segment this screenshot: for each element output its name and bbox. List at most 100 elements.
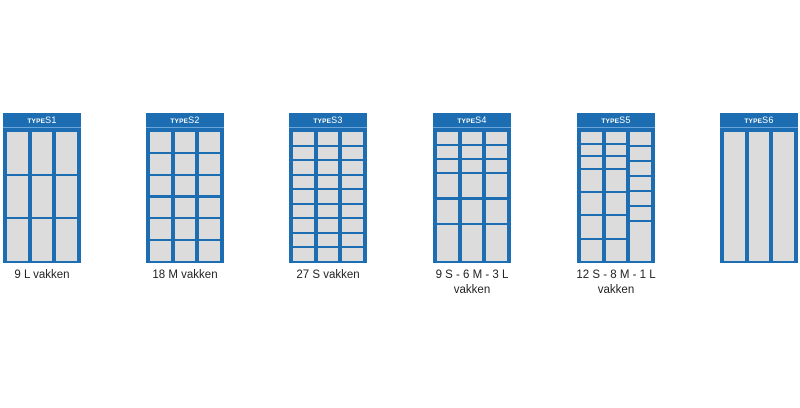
locker-compartment	[199, 175, 220, 196]
locker-compartment	[174, 219, 196, 240]
locker-compartment	[773, 132, 794, 261]
locker-compartment	[748, 132, 770, 261]
locker-compartment	[293, 146, 314, 160]
locker-caption: 27 S vakken	[296, 269, 360, 281]
locker-compartment	[630, 147, 651, 160]
locker-compartment	[437, 225, 458, 261]
locker-compartment	[317, 190, 339, 203]
locker-column	[199, 132, 220, 261]
locker-compartment	[605, 169, 627, 192]
locker-compartment	[342, 175, 363, 189]
locker-compartment	[437, 173, 458, 198]
locker-title-code: S2	[188, 115, 200, 125]
locker-compartment	[630, 162, 651, 175]
locker-compartment	[630, 207, 651, 220]
locker-compartment	[56, 175, 77, 218]
locker-compartment	[317, 175, 339, 189]
locker-title: TYPES4	[433, 113, 511, 128]
locker-compartment	[293, 175, 314, 189]
locker-compartment	[437, 132, 458, 144]
locker-compartment	[174, 175, 196, 196]
locker-column	[630, 132, 651, 261]
locker-compartment	[486, 199, 507, 224]
locker-compartment	[581, 239, 602, 261]
locker-title-prefix: TYPE	[313, 118, 332, 125]
locker-type-s6: TYPES6	[720, 113, 798, 263]
locker-compartment	[342, 161, 363, 174]
locker-body	[724, 132, 794, 261]
locker-compartment	[150, 175, 171, 196]
locker-type-s5: TYPES5	[577, 113, 655, 263]
locker-compartment	[150, 241, 171, 261]
locker-compartment	[342, 233, 363, 247]
locker-compartment	[581, 157, 602, 168]
locker-compartment	[605, 132, 627, 143]
locker-compartment	[150, 197, 171, 218]
locker-compartment	[317, 233, 339, 247]
locker-body	[581, 132, 651, 261]
locker-column	[581, 132, 602, 261]
locker-compartment	[199, 197, 220, 218]
locker-compartment	[437, 199, 458, 224]
locker-compartment	[317, 146, 339, 160]
locker-compartment	[293, 248, 314, 261]
locker-caption: 12 S - 8 M - 1 L vakken	[576, 269, 656, 296]
locker-title: TYPES2	[146, 113, 224, 128]
locker-compartment	[56, 132, 77, 174]
locker-compartment	[174, 132, 196, 152]
locker-compartment	[461, 225, 483, 261]
locker-caption: 9 S - 6 M - 3 L vakken	[435, 269, 509, 296]
locker-title-prefix: TYPE	[457, 118, 476, 125]
locker-title-code: S6	[762, 115, 774, 125]
locker-body	[150, 132, 220, 261]
locker-title-code: S3	[331, 115, 343, 125]
locker-compartment	[724, 132, 745, 261]
locker-compartment	[581, 193, 602, 215]
locker-compartment	[605, 239, 627, 261]
locker-body	[7, 132, 77, 261]
locker-title: TYPES3	[289, 113, 367, 128]
locker-compartment	[174, 197, 196, 218]
locker-compartment	[317, 248, 339, 261]
locker-column	[293, 132, 314, 261]
locker-compartment	[486, 225, 507, 261]
locker-compartment	[461, 159, 483, 172]
locker-title: TYPES1	[3, 113, 81, 128]
locker-compartment	[461, 173, 483, 198]
locker-title-prefix: TYPE	[601, 118, 620, 125]
locker-body	[293, 132, 363, 261]
locker-compartment	[199, 132, 220, 152]
locker-title-prefix: TYPE	[27, 118, 46, 125]
locker-compartment	[486, 132, 507, 144]
locker-compartment	[293, 161, 314, 174]
locker-compartment	[486, 145, 507, 158]
locker-compartment	[437, 145, 458, 158]
locker-compartment	[56, 219, 77, 261]
locker-type-s4: TYPES4	[433, 113, 511, 263]
locker-title-prefix: TYPE	[744, 118, 763, 125]
locker-compartment	[342, 146, 363, 160]
locker-title-code: S1	[45, 115, 57, 125]
locker-compartment	[342, 248, 363, 261]
locker-compartment	[581, 216, 602, 238]
locker-column	[174, 132, 196, 261]
locker-column	[437, 132, 458, 261]
locker-compartment	[630, 222, 651, 261]
locker-compartment	[199, 241, 220, 261]
locker-compartment	[317, 204, 339, 218]
locker-caption: 9 L vakken	[14, 269, 70, 281]
locker-compartment	[605, 157, 627, 168]
locker-compartment	[486, 173, 507, 198]
locker-column	[605, 132, 627, 261]
locker-compartment	[605, 144, 627, 156]
locker-compartment	[174, 241, 196, 261]
locker-compartment	[581, 169, 602, 192]
locker-compartment	[461, 145, 483, 158]
locker-compartment	[605, 193, 627, 215]
locker-column	[461, 132, 483, 261]
locker-column	[724, 132, 745, 261]
locker-compartment	[199, 153, 220, 174]
locker-compartment	[317, 132, 339, 145]
locker-caption: 18 M vakken	[152, 269, 218, 281]
locker-type-s1: TYPES1	[3, 113, 81, 263]
